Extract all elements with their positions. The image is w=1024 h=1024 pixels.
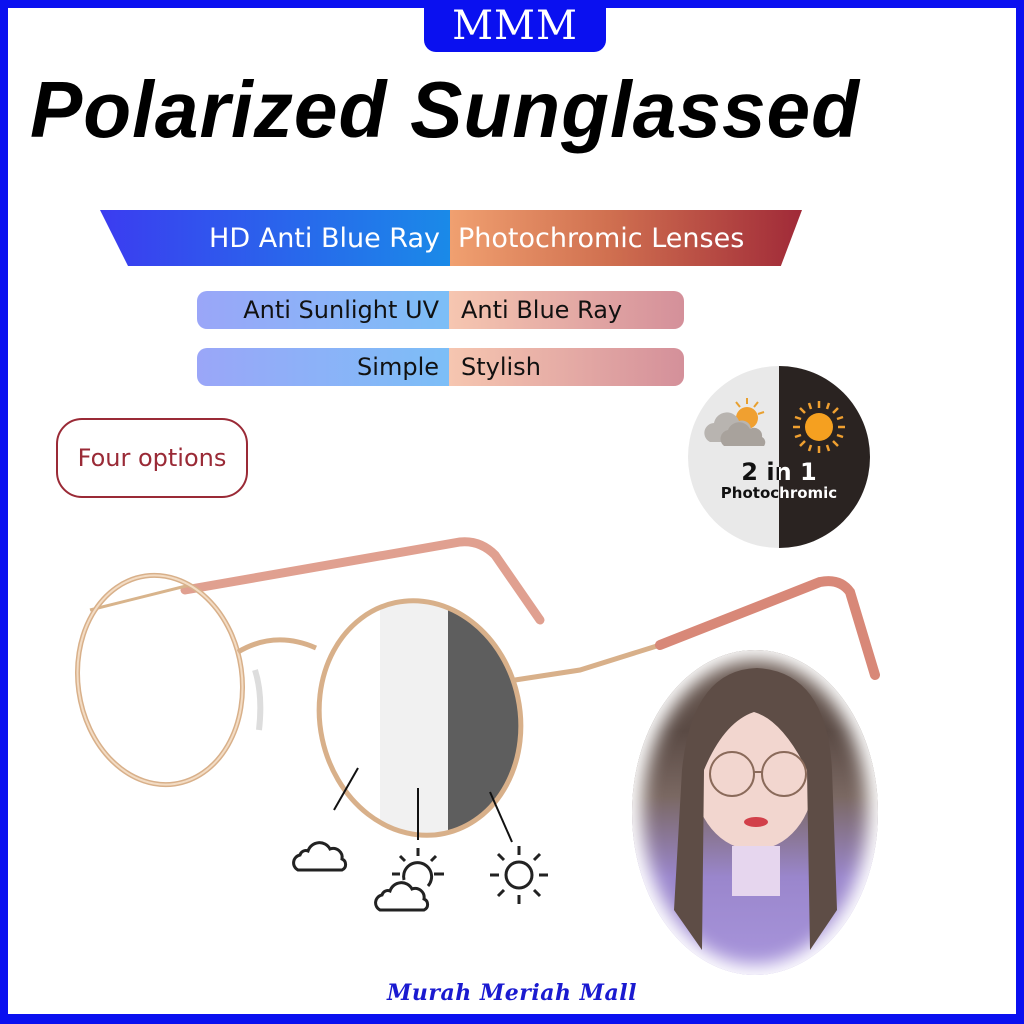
feature-pill-2: Simple Stylish	[197, 348, 684, 386]
feature-right-label: Stylish	[461, 353, 541, 381]
sun-icon	[793, 401, 845, 453]
sun-outline-icon	[490, 846, 548, 904]
eyeglasses-illustration	[74, 537, 880, 850]
ribbon-right: Photochromic Lenses	[450, 210, 802, 266]
feature-left-label: Anti Sunlight UV	[243, 296, 439, 324]
options-badge-label: Four options	[77, 444, 227, 472]
store-footer: Murah Meriah Mall	[0, 980, 1024, 1006]
options-badge: Four options	[56, 418, 248, 498]
model-photo	[632, 650, 878, 975]
photochromic-badge: 2 in 1 Photochromic	[688, 366, 870, 548]
feature-left-label: Simple	[357, 353, 439, 381]
brand-logo-text: MMM	[452, 3, 578, 49]
feature-right-label: Anti Blue Ray	[461, 296, 623, 324]
badge-line1: 2 in 1	[688, 460, 870, 484]
ribbon-left: HD Anti Blue Ray	[100, 210, 450, 266]
badge-line2: Photochromic	[688, 486, 870, 501]
feature-pill-1: Anti Sunlight UV Anti Blue Ray	[197, 291, 684, 329]
headline: Polarized Sunglassed	[30, 65, 860, 154]
feature-ribbon: HD Anti Blue Ray Photochromic Lenses	[100, 210, 802, 266]
ribbon-left-label: HD Anti Blue Ray	[209, 222, 440, 254]
ribbon-right-label: Photochromic Lenses	[458, 222, 745, 254]
cloud-sun-icon	[704, 398, 766, 446]
partly-sunny-icon	[374, 848, 444, 912]
store-name: Murah Meriah Mall	[387, 980, 637, 1006]
brand-logo: MMM	[424, 0, 606, 52]
cloud-icon	[292, 841, 348, 872]
